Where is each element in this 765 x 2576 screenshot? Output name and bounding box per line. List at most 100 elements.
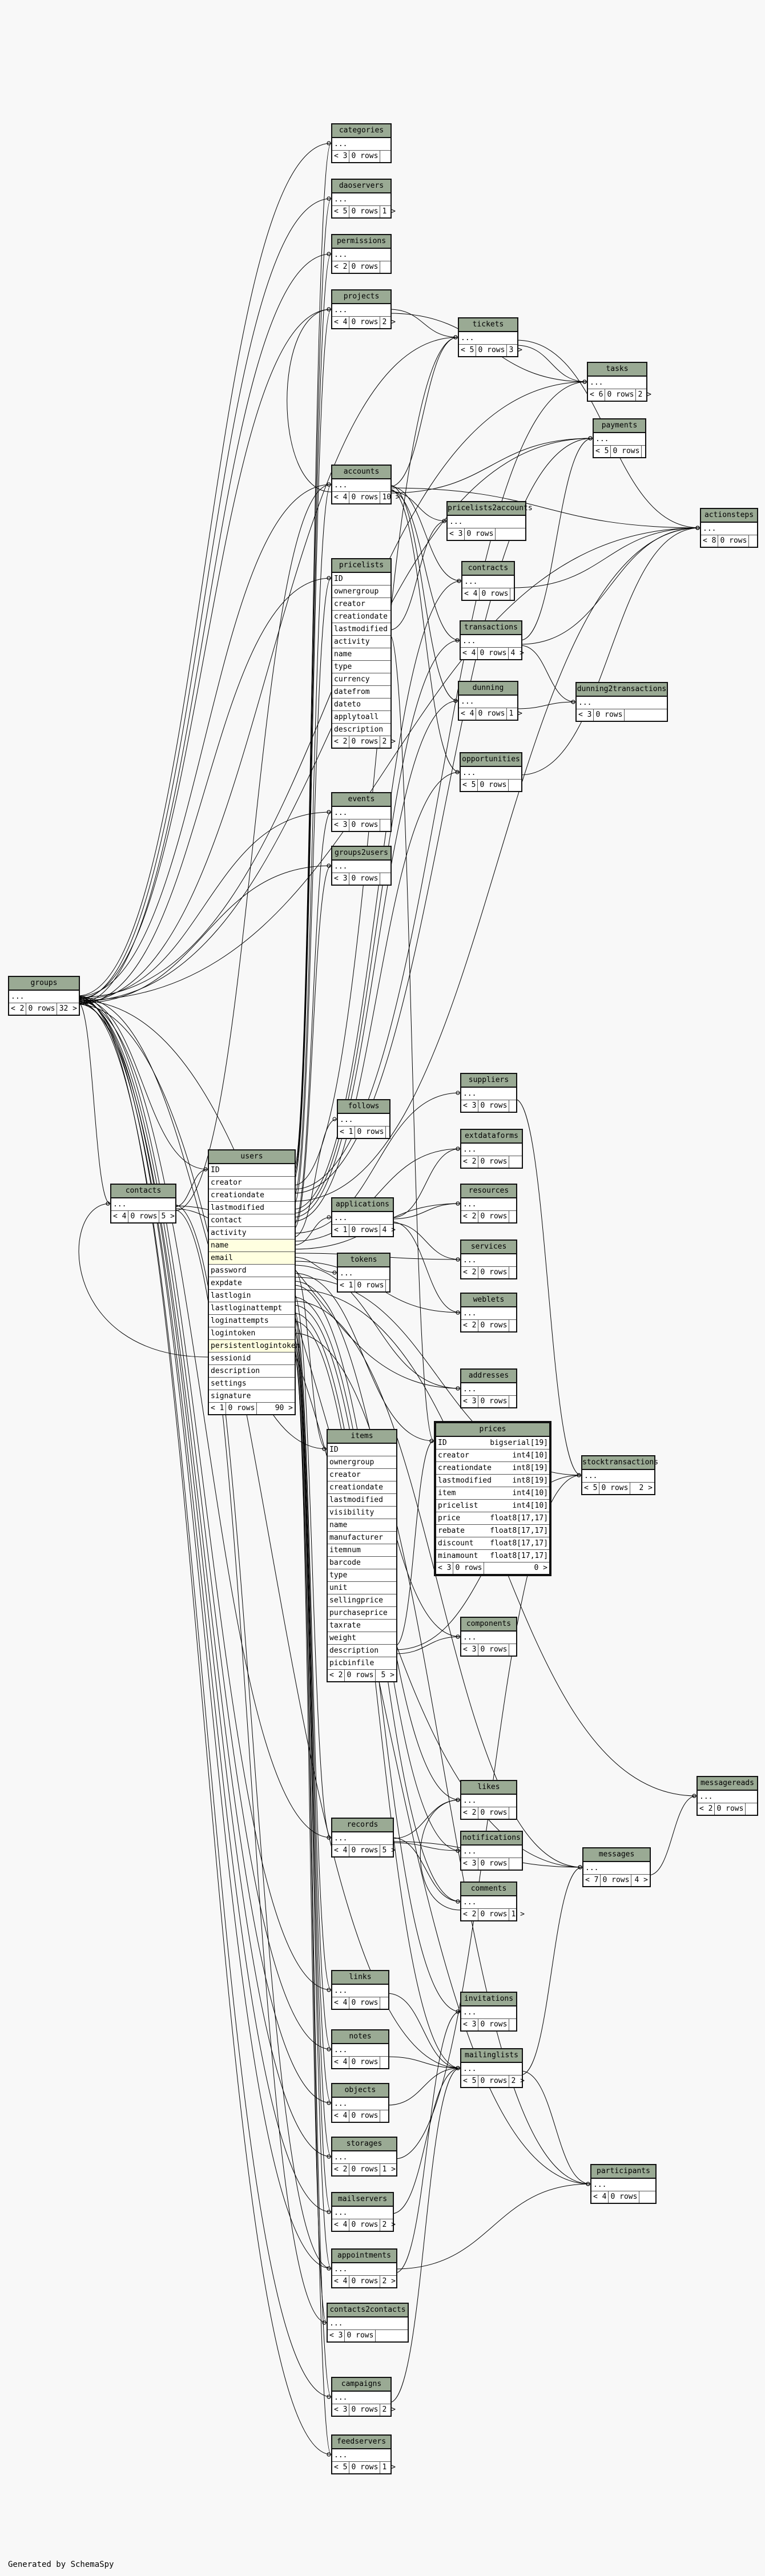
- column-row[interactable]: itemnum: [328, 1544, 396, 1557]
- column-row[interactable]: ...: [332, 1212, 393, 1225]
- column-row[interactable]: ...: [461, 1383, 516, 1396]
- table-header[interactable]: invitations: [461, 1993, 516, 2006]
- table-header[interactable]: users: [209, 1150, 295, 1164]
- column-row[interactable]: ...: [461, 1846, 522, 1858]
- table-header[interactable]: permissions: [332, 235, 390, 249]
- column-row[interactable]: description: [332, 724, 390, 736]
- column-row[interactable]: datefrom: [332, 686, 390, 698]
- column-row[interactable]: ...: [461, 767, 521, 780]
- column-row[interactable]: unit: [328, 1582, 396, 1594]
- table-header[interactable]: payments: [594, 419, 645, 433]
- column-row[interactable]: ...: [461, 1088, 516, 1100]
- column-row[interactable]: ...: [338, 1267, 389, 1280]
- column-row[interactable]: lastmodified: [332, 623, 390, 636]
- column-row[interactable]: ...: [591, 2179, 655, 2191]
- column-row[interactable]: activity: [209, 1227, 295, 1239]
- column-row[interactable]: ...: [332, 193, 390, 206]
- column-row[interactable]: name: [328, 1519, 396, 1532]
- table-header[interactable]: campaigns: [332, 2378, 390, 2392]
- column-row[interactable]: ...: [332, 807, 390, 819]
- column-row[interactable]: creator: [328, 1469, 396, 1481]
- table-header[interactable]: pricelists2accounts: [448, 502, 533, 516]
- table-header[interactable]: pricelists: [332, 559, 390, 573]
- table-header[interactable]: tokens: [338, 1254, 389, 1267]
- column-row[interactable]: signature: [209, 1390, 295, 1403]
- table-header[interactable]: tasks: [588, 363, 646, 377]
- column-row[interactable]: manufacturer: [328, 1532, 396, 1544]
- table-header[interactable]: services: [461, 1241, 516, 1254]
- column-row[interactable]: sessionid: [209, 1352, 295, 1365]
- column-row[interactable]: lastloginattempt: [209, 1302, 295, 1315]
- column-row[interactable]: ...: [462, 576, 514, 588]
- column-row[interactable]: weight: [328, 1632, 396, 1645]
- table-header[interactable]: contacts2contacts: [328, 2304, 408, 2317]
- column-row[interactable]: barcode: [328, 1557, 396, 1569]
- column-row[interactable]: ...: [461, 1307, 516, 1320]
- table-header[interactable]: appointments: [332, 2250, 396, 2263]
- column-row[interactable]: activity: [332, 636, 390, 648]
- column-row[interactable]: ...: [332, 2098, 388, 2110]
- column-row[interactable]: type: [332, 661, 390, 673]
- table-header[interactable]: accounts: [332, 466, 390, 479]
- column-row[interactable]: lastlogin: [209, 1290, 295, 1302]
- column-row[interactable]: ...: [588, 377, 646, 389]
- table-header[interactable]: contacts: [111, 1185, 175, 1198]
- column-row[interactable]: name: [209, 1239, 295, 1252]
- column-row[interactable]: ...: [461, 2063, 522, 2076]
- table-header[interactable]: opportunities: [461, 753, 521, 767]
- column-row[interactable]: ...: [332, 2449, 390, 2462]
- column-row[interactable]: ...: [594, 433, 645, 446]
- column-row[interactable]: description: [209, 1365, 295, 1378]
- table-header[interactable]: likes: [461, 1781, 516, 1795]
- table-header[interactable]: comments: [461, 1883, 516, 1896]
- column-row[interactable]: ...: [9, 991, 79, 1003]
- column-row[interactable]: taxrate: [328, 1620, 396, 1632]
- column-row[interactable]: ...: [461, 1632, 516, 1644]
- column-row[interactable]: creator: [332, 598, 390, 611]
- table-header[interactable]: notifications: [461, 1832, 522, 1846]
- column-row[interactable]: visibility: [328, 1507, 396, 1519]
- column-row[interactable]: ...: [332, 861, 390, 873]
- column-row[interactable]: ...: [461, 635, 521, 648]
- column-row[interactable]: ...: [332, 2263, 396, 2276]
- table-header[interactable]: notes: [332, 2030, 388, 2044]
- column-row[interactable]: ...: [448, 516, 525, 528]
- table-header[interactable]: resources: [461, 1185, 516, 1198]
- column-row[interactable]: ...: [459, 332, 517, 345]
- table-header[interactable]: records: [332, 1819, 393, 1832]
- column-row[interactable]: persistentlogintoken: [209, 1340, 300, 1352]
- table-header[interactable]: objects: [332, 2084, 388, 2098]
- column-row[interactable]: ...: [461, 1795, 516, 1807]
- column-row[interactable]: expdate: [209, 1277, 295, 1290]
- table-header[interactable]: tickets: [459, 318, 517, 332]
